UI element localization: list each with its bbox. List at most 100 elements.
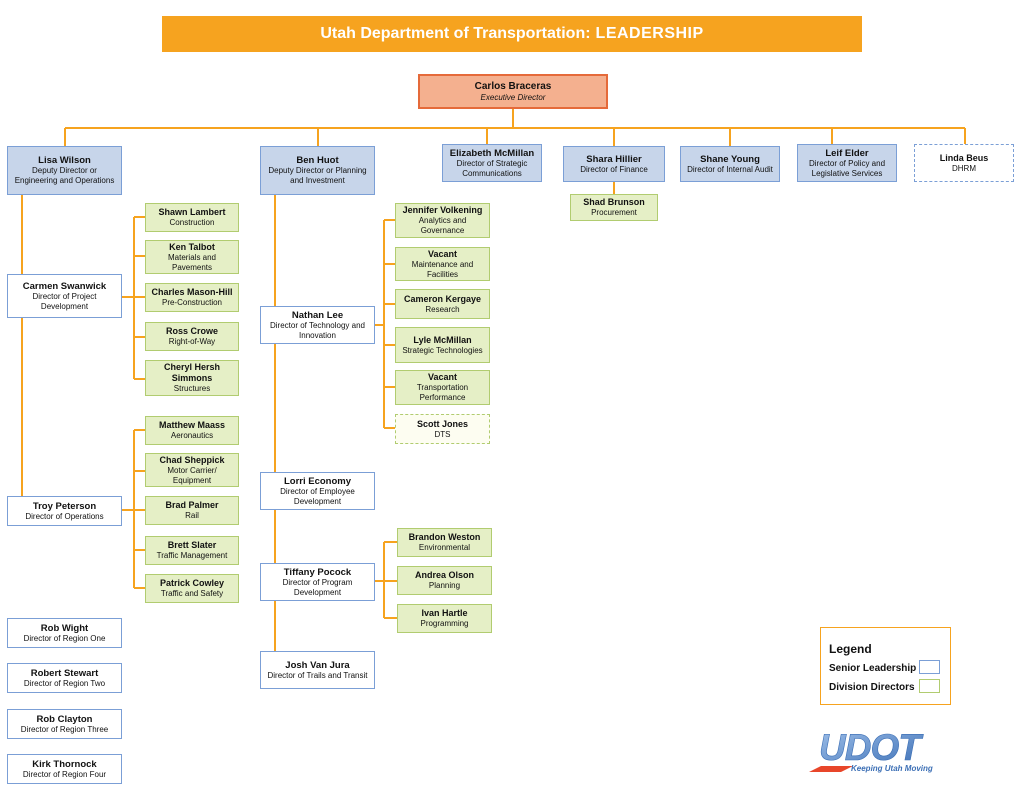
person-role: Director of Internal Audit [687, 164, 773, 174]
person-role: Traffic and Safety [160, 589, 224, 598]
page-title: Utah Department of Transportation: [320, 25, 591, 42]
person-name: Lorri Economy [283, 475, 352, 487]
person-name: Cheryl Hersh Simmons [163, 362, 221, 383]
org-box-chad-sheppick: Chad Sheppick Motor Carrier/ Equipment [145, 453, 239, 487]
person-role: Director of Region One [23, 633, 106, 643]
person-role: DTS [434, 429, 451, 439]
org-box-nathan-lee: Nathan Lee Director of Technology and In… [260, 306, 375, 344]
legend-swatch-division [919, 679, 940, 693]
person-name: Brett Slater [167, 540, 217, 550]
person-name: Shane Young [700, 153, 760, 165]
org-box-leif-elder: Leif Elder Director of Policy and Legisl… [797, 144, 897, 182]
org-box-rob-wight: Rob Wight Director of Region One [7, 618, 122, 648]
person-name: Tiffany Pocock [283, 566, 352, 578]
page-title-banner: Utah Department of Transportation: LEADE… [162, 16, 862, 52]
person-name: Vacant [427, 248, 458, 259]
legend-label-senior: Senior Leadership [829, 663, 917, 674]
person-name: Andrea Olson [414, 570, 474, 580]
org-box-ross-crowe: Ross Crowe Right-of-Way [145, 322, 239, 351]
org-box-patrick-cowley: Patrick Cowley Traffic and Safety [145, 574, 239, 603]
org-box-rob-clayton: Rob Clayton Director of Region Three [7, 709, 122, 739]
person-name: Ross Crowe [165, 326, 218, 336]
person-name: Kirk Thornock [32, 758, 97, 770]
person-role: Environmental [418, 543, 471, 552]
person-name: Shawn Lambert [158, 207, 226, 217]
person-role: Right-of-Way [168, 337, 216, 346]
org-box-elizabeth-mcmillan: Elizabeth McMillan Director of Strategic… [442, 144, 542, 182]
person-role: DHRM [952, 163, 976, 173]
person-role: Rail [185, 511, 199, 520]
org-box-shawn-lambert: Shawn Lambert Construction [145, 203, 239, 232]
org-box-lorri-economy: Lorri Economy Director of Employee Devel… [260, 472, 375, 510]
person-name: Scott Jones [416, 418, 468, 429]
person-name: Josh Van Jura [285, 659, 350, 671]
org-box-shara-hillier: Shara Hillier Director of Finance [563, 146, 665, 182]
person-name: Patrick Cowley [159, 578, 225, 588]
person-role: Construction [169, 218, 215, 227]
person-name: Troy Peterson [32, 500, 97, 512]
org-box-ben-huot: Ben Huot Deputy Director or Planning and… [260, 146, 375, 195]
person-role: Director of Strategic Communications [456, 158, 528, 178]
person-role: Deputy Director or Planning and Investme… [268, 166, 367, 185]
person-name: Jennifer Volkening [402, 205, 483, 215]
org-box-josh-van-jura: Josh Van Jura Director of Trails and Tra… [260, 651, 375, 689]
person-role: Materials and Pavements [167, 252, 217, 272]
person-role: Director of Project Development [32, 291, 97, 311]
person-role: Pre-Construction [161, 298, 223, 307]
person-role: Executive Director [480, 93, 546, 102]
person-role: Director of Finance [580, 164, 648, 174]
person-role: Maintenance and Facilities [411, 259, 474, 279]
org-box-robert-stewart: Robert Stewart Director of Region Two [7, 663, 122, 693]
udot-logo: UDOT Keeping Utah Moving [805, 727, 965, 778]
person-name: Elizabeth McMillan [449, 147, 535, 159]
org-box-vacant-transportation-performance: Vacant Transportation Performance [395, 370, 490, 405]
person-role: Transportation Performance [416, 383, 469, 402]
legend: Legend Senior Leadership Division Direct… [820, 627, 951, 705]
person-role: Aeronautics [170, 431, 214, 440]
person-name: Shara Hillier [586, 153, 642, 165]
org-box-ken-talbot: Ken Talbot Materials and Pavements [145, 240, 239, 274]
person-name: Vacant [427, 372, 458, 382]
org-box-brad-palmer: Brad Palmer Rail [145, 496, 239, 525]
person-role: Deputy Director or Engineering and Opera… [14, 166, 115, 185]
person-name: Ben Huot [296, 155, 339, 166]
org-box-vacant-maintenance: Vacant Maintenance and Facilities [395, 247, 490, 281]
org-box-shane-young: Shane Young Director of Internal Audit [680, 146, 780, 182]
person-role: Director of Employee Development [280, 486, 355, 506]
person-role: Traffic Management [156, 551, 228, 560]
person-name: Rob Clayton [36, 713, 93, 725]
person-role: Director of Program Development [282, 577, 353, 597]
person-name: Linda Beus [939, 152, 989, 163]
person-role: Director of Region Four [22, 769, 107, 779]
person-name: Matthew Maass [158, 420, 226, 430]
org-box-lyle-mcmillan: Lyle McMillan Strategic Technologies [395, 327, 490, 363]
person-name: Robert Stewart [30, 667, 99, 679]
org-box-cameron-kergaye: Cameron Kergaye Research [395, 289, 490, 319]
org-box-lisa-wilson: Lisa Wilson Deputy Director or Engineeri… [7, 146, 122, 195]
page-title-emphasis: LEADERSHIP [595, 25, 704, 42]
org-box-brett-slater: Brett Slater Traffic Management [145, 536, 239, 565]
udot-logo-mark: UDOT [809, 727, 926, 772]
executive-director-box: Carlos Braceras Executive Director [418, 74, 608, 109]
person-name: Nathan Lee [291, 309, 344, 321]
legend-swatch-senior [919, 660, 940, 674]
person-role: Director of Policy and Legislative Servi… [808, 158, 886, 178]
org-box-scott-jones: Scott Jones DTS [395, 414, 490, 444]
person-name: Chad Sheppick [159, 454, 225, 465]
person-name: Ken Talbot [169, 241, 215, 252]
org-box-kirk-thornock: Kirk Thornock Director of Region Four [7, 754, 122, 784]
person-name: Brandon Weston [408, 532, 481, 542]
person-role: Research [425, 304, 460, 314]
legend-title: Legend [829, 642, 872, 656]
org-box-cheryl-hersh-simmons: Cheryl Hersh Simmons Structures [145, 360, 239, 396]
org-box-linda-beus: Linda Beus DHRM [914, 144, 1014, 182]
person-role: Structures [173, 384, 211, 393]
person-name: Lyle McMillan [413, 334, 472, 345]
person-name: Ivan Hartle [421, 608, 468, 618]
person-role: Motor Carrier/ Equipment [167, 465, 217, 485]
org-box-carmen-swanwick: Carmen Swanwick Director of Project Deve… [7, 274, 122, 318]
person-role: Planning [428, 581, 461, 590]
person-role: Strategic Technologies [402, 345, 483, 355]
org-box-matthew-maass: Matthew Maass Aeronautics [145, 416, 239, 445]
person-name: Brad Palmer [165, 500, 219, 510]
